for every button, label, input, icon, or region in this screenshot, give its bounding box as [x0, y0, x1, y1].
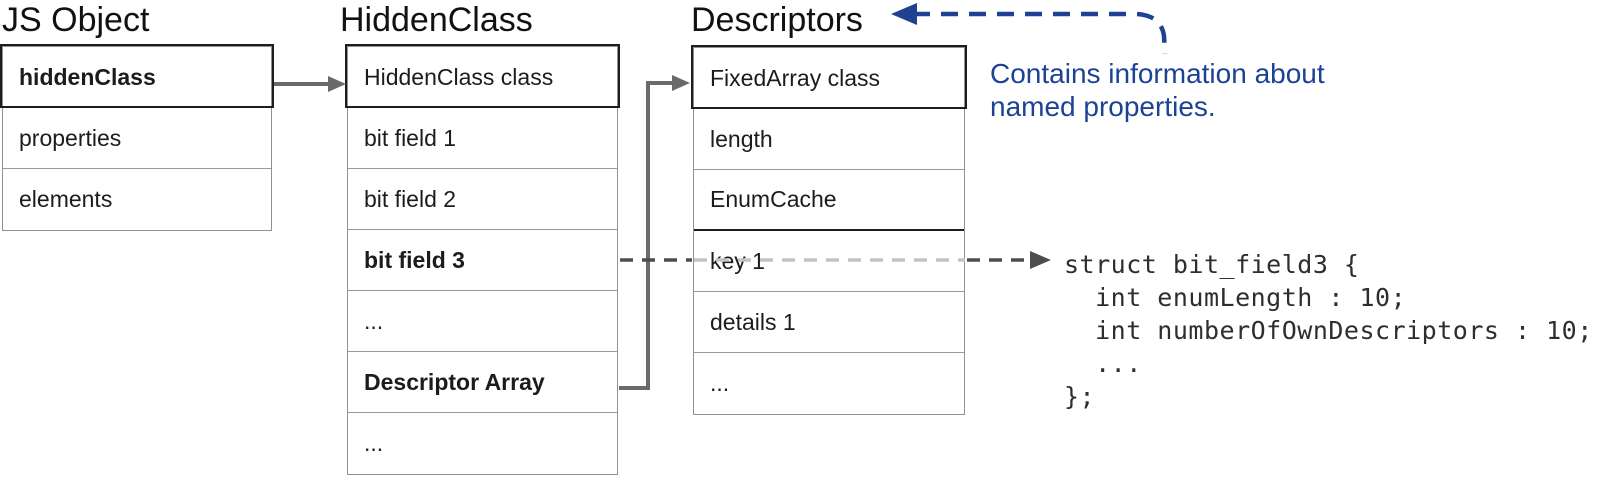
hiddenclass-row-bitfield2: bit field 2: [348, 169, 617, 230]
js-object-row-hiddenclass: hiddenClass: [0, 44, 274, 108]
hiddenclass-title: HiddenClass: [340, 1, 533, 39]
js-object-table: hiddenClass properties elements: [0, 44, 274, 231]
descriptors-row-ellipsis: ...: [710, 370, 730, 396]
js-object-title: JS Object: [2, 1, 150, 39]
js-object-row-properties: properties: [3, 108, 271, 169]
descriptors-table: FixedArray class length EnumCache key 1 …: [691, 45, 967, 415]
arrowhead-fixedarray-icon: [672, 75, 690, 91]
code-line-1: struct bit_field3 {: [1064, 250, 1360, 279]
descriptors-row-key1: key 1: [694, 231, 964, 292]
descriptors-title: Descriptors: [691, 1, 863, 39]
arrowhead-hiddenclass-icon: [328, 76, 346, 92]
descriptors-row-enumcache: EnumCache: [694, 170, 964, 231]
descriptors-row-length: length: [694, 109, 964, 170]
hiddenclass-row-descriptor-array: Descriptor Array: [348, 352, 617, 413]
code-line-4: ...: [1064, 349, 1142, 378]
descriptors-row-fixedarray-class: FixedArray class: [691, 45, 967, 109]
hiddenclass-row-class: HiddenClass class: [345, 44, 620, 108]
annotation-line2: named properties.: [990, 91, 1216, 122]
arrow-descriptor-array-to-fixedarray: [619, 81, 672, 390]
annotation-line1: Contains information about: [990, 58, 1325, 89]
arrowhead-struct-icon: [1030, 251, 1051, 269]
code-line-3: int numberOfOwnDescriptors : 10;: [1064, 316, 1593, 345]
arrowhead-descriptors-icon: [891, 3, 917, 25]
bitfield3-struct-code: struct bit_field3 { int enumLength : 10;…: [1064, 248, 1593, 413]
hiddenclass-row-ellipsis1: ...: [348, 291, 617, 352]
code-line-2: int enumLength : 10;: [1064, 283, 1407, 312]
annotation-text: Contains information about named propert…: [990, 57, 1325, 123]
code-line-5: };: [1064, 382, 1096, 411]
js-object-row-elements: elements: [19, 186, 113, 212]
hiddenclass-row-ellipsis2: ...: [364, 430, 384, 456]
hiddenclass-table: HiddenClass class bit field 1 bit field …: [345, 44, 620, 475]
hiddenclass-row-bitfield3: bit field 3: [348, 230, 617, 291]
hiddenclass-row-bitfield1: bit field 1: [348, 108, 617, 169]
descriptors-row-details1: details 1: [694, 292, 964, 353]
